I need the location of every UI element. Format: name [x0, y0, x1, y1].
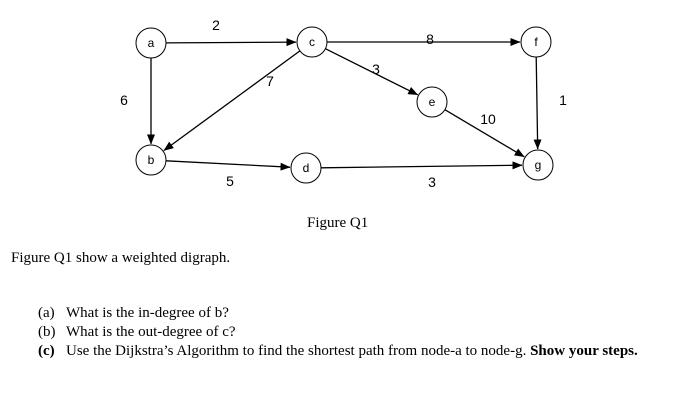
node-circle — [135, 144, 167, 176]
figure-caption: Figure Q1 — [307, 215, 369, 231]
node-b: b — [135, 144, 167, 176]
node-label: b — [148, 153, 155, 167]
question-letter: (b) — [38, 324, 56, 340]
edge-weight-c-f: 8 — [426, 31, 434, 47]
edge-f-g — [533, 56, 542, 150]
node-c: c — [296, 26, 328, 58]
node-f: f — [520, 26, 552, 58]
edges — [147, 38, 542, 171]
question-letter: (c) — [38, 343, 55, 359]
node-circle — [416, 86, 448, 118]
edge-c-e — [325, 48, 419, 96]
edge-b-d — [165, 160, 291, 171]
node-label: e — [429, 95, 436, 109]
edge-weight-f-g: 1 — [559, 92, 567, 108]
edge-weight-b-d: 5 — [226, 173, 234, 189]
edge-weight-a-b: 6 — [120, 92, 128, 108]
edge-weight-c-e: 3 — [372, 61, 380, 77]
nodes: a b c d e f g — [135, 26, 554, 184]
node-circle — [522, 149, 554, 181]
edge-weight-c-b: 7 — [266, 73, 274, 89]
question-b: (b) What is the out-degree of c? — [38, 324, 678, 341]
question-text: What is the in-degree of b? — [66, 305, 229, 321]
question-list: (a) What is the in-degree of b? (b) What… — [38, 305, 678, 362]
edge-e-g — [444, 109, 525, 158]
edge-weight-d-g: 3 — [428, 174, 436, 190]
node-circle — [135, 27, 167, 59]
question-letter: (a) — [38, 305, 55, 321]
edge-weight-a-c: 2 — [212, 17, 220, 33]
edge-c-b — [163, 50, 301, 152]
edge-weight-e-g: 10 — [480, 111, 496, 127]
node-label: g — [535, 158, 542, 172]
node-circle — [520, 26, 552, 58]
node-d: d — [290, 152, 322, 184]
intro-text: Figure Q1 show a weighted digraph. — [11, 250, 231, 266]
node-label: a — [148, 36, 155, 50]
question-text: Use the Dijkstra’s Algorithm to find the… — [66, 343, 527, 359]
node-label: d — [303, 161, 310, 175]
question-emphasis: Show your steps. — [530, 343, 638, 359]
edge-a-c — [165, 38, 297, 47]
node-circle — [296, 26, 328, 58]
question-c: (c) Use the Dijkstra’s Algorithm to find… — [38, 343, 678, 360]
node-g: g — [522, 149, 554, 181]
node-a: a — [135, 27, 167, 59]
node-label: c — [309, 35, 315, 49]
question-text: What is the out-degree of c? — [66, 324, 236, 340]
edge-d-g — [320, 161, 523, 170]
edge-weights: 2 6 7 8 3 5 3 10 1 — [120, 17, 567, 190]
question-a: (a) What is the in-degree of b? — [38, 305, 678, 322]
node-label: f — [534, 35, 538, 49]
question-text-block: Use the Dijkstra’s Algorithm to find the… — [66, 343, 678, 360]
node-circle — [290, 152, 322, 184]
node-e: e — [416, 86, 448, 118]
